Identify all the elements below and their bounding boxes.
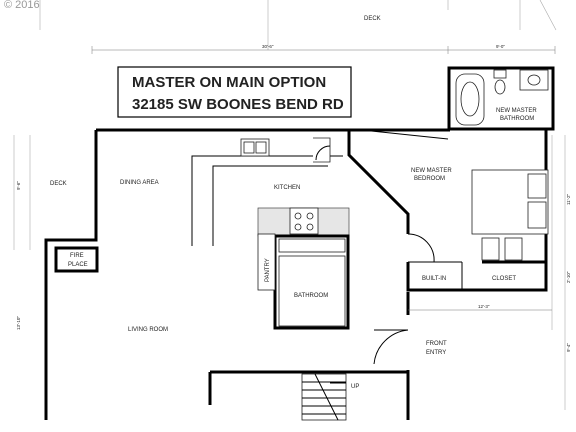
fire-place-label-1: FIRE (70, 253, 84, 259)
fireplace (54, 246, 99, 273)
dining-area-label: DINING AREA (120, 180, 159, 186)
kitchen-label: KITCHEN (274, 185, 300, 191)
master-bathroom-walls (447, 66, 555, 131)
new-master-bathroom-label-1: NEW MASTER (496, 108, 537, 114)
deck-left-label: DECK (50, 181, 67, 187)
dimension-top-width: 30'-6" (262, 44, 274, 49)
title-box (117, 66, 352, 118)
top-dimension (91, 46, 556, 54)
bathroom-label: BATHROOM (294, 293, 328, 299)
dimension-left-deck: 9'-6" (16, 181, 21, 190)
dimension-top-right: 9'-0" (496, 44, 505, 49)
dimension-right-bottom: 9'-4" (566, 343, 571, 352)
title-line-2: 32185 SW BOONES BEND RD (132, 96, 344, 113)
kitchen-fixtures (191, 137, 343, 246)
new-master-bedroom-label-2: BEDROOM (414, 176, 445, 182)
title-line-1: MASTER ON MAIN OPTION (132, 74, 326, 91)
front-entry-label-2: ENTRY (426, 350, 446, 356)
master-bedroom-fixtures (407, 169, 549, 290)
closet-label: CLOSET (492, 276, 516, 282)
built-in-label: BUILT-IN (422, 276, 446, 282)
new-master-bedroom-label-1: NEW MASTER (411, 168, 452, 174)
dimension-bottom-closet: 12'-3" (478, 304, 490, 309)
up-label: UP (351, 384, 359, 390)
dimension-left-living: 13'-10" (16, 316, 21, 330)
living-room-label: LIVING ROOM (128, 327, 168, 333)
central-core (257, 207, 350, 330)
deck-guide-lines (13, 0, 566, 410)
pantry-label: PANTRY (265, 258, 271, 282)
deck-top-label: DECK (364, 16, 381, 22)
dimension-right-closet: 2'-10" (566, 271, 571, 283)
front-entry-label-1: FRONT (426, 341, 447, 347)
fire-place-label-2: PLACE (68, 262, 88, 268)
front-door-swing (373, 329, 409, 365)
copyright-watermark: © 2016 (4, 0, 40, 11)
new-master-bathroom-label-2: BATHROOM (500, 116, 534, 122)
stairs (301, 373, 347, 421)
dimension-right-bed: 11'-2" (566, 193, 571, 205)
